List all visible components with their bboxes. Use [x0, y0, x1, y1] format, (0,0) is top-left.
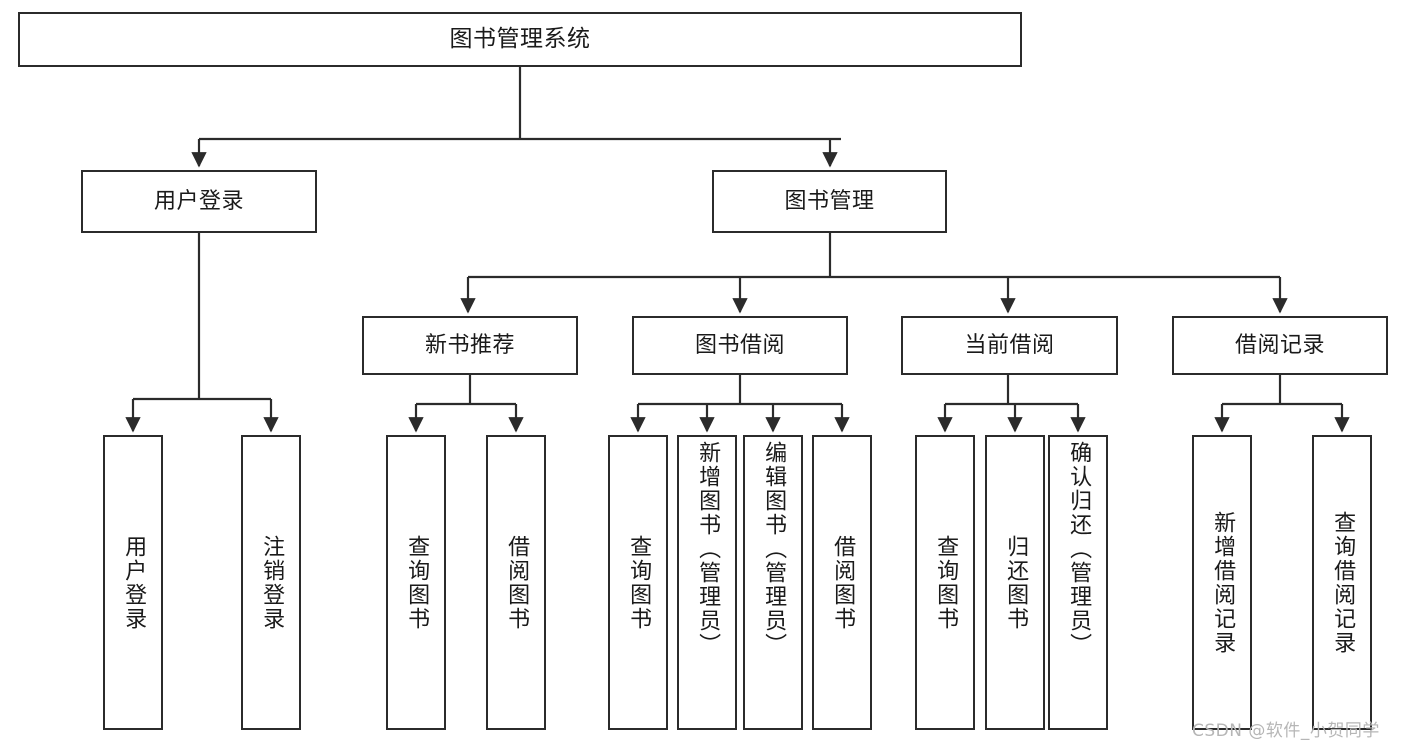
node-borrow-records[interactable]: 借阅记录 — [1172, 316, 1388, 375]
node-label: 借阅图书 — [830, 534, 856, 631]
node-label: 查询图书 — [626, 534, 652, 631]
node-label: 查询借阅记录 — [1330, 510, 1356, 655]
leaf-borrow-records-query-record[interactable]: 查询借阅记录 — [1312, 435, 1372, 730]
leaf-book-borrow-query-book[interactable]: 查询图书 — [608, 435, 668, 730]
node-label: 用户登录 — [121, 534, 147, 631]
leaf-book-borrow-add-book-admin[interactable]: 新增图书（管理员） — [677, 435, 737, 730]
leaf-book-borrow-edit-book-admin[interactable]: 编辑图书（管理员） — [743, 435, 803, 730]
node-label: 用户登录 — [153, 188, 244, 214]
node-label: 借阅图书 — [504, 534, 530, 631]
leaf-new-book-query-book[interactable]: 查询图书 — [386, 435, 446, 730]
leaf-book-borrow-borrow-book[interactable]: 借阅图书 — [812, 435, 872, 730]
leaf-current-borrow-query-book[interactable]: 查询图书 — [915, 435, 975, 730]
node-book-management[interactable]: 图书管理 — [712, 170, 947, 233]
node-label: 借阅记录 — [1234, 332, 1325, 358]
node-book-borrow[interactable]: 图书借阅 — [632, 316, 848, 375]
node-label: 注销登录 — [259, 534, 285, 631]
node-label: 图书管理系统 — [449, 25, 591, 52]
leaf-new-book-borrow-book[interactable]: 借阅图书 — [486, 435, 546, 730]
node-label: 归还图书 — [1003, 534, 1029, 631]
csdn-watermark: CSDN @软件_小贺同学 — [1192, 721, 1380, 741]
node-label: 新增图书（管理员） — [695, 441, 721, 657]
node-label: 当前借阅 — [964, 332, 1055, 358]
node-label: 图书管理 — [784, 188, 875, 214]
node-label: 编辑图书（管理员） — [761, 441, 787, 657]
leaf-user-login-login[interactable]: 用户登录 — [103, 435, 163, 730]
leaf-borrow-records-add-record[interactable]: 新增借阅记录 — [1192, 435, 1252, 730]
leaf-user-login-logout[interactable]: 注销登录 — [241, 435, 301, 730]
node-label: 查询图书 — [933, 534, 959, 631]
node-user-login[interactable]: 用户登录 — [81, 170, 317, 233]
node-label: 新增借阅记录 — [1210, 510, 1236, 655]
node-label: 图书借阅 — [694, 332, 785, 358]
leaf-current-borrow-return-book[interactable]: 归还图书 — [985, 435, 1045, 730]
node-label: 查询图书 — [404, 534, 430, 631]
node-label: 新书推荐 — [424, 332, 515, 358]
leaf-current-borrow-confirm-return-admin[interactable]: 确认归还（管理员） — [1048, 435, 1108, 730]
node-new-book-recommend[interactable]: 新书推荐 — [362, 316, 578, 375]
node-root-book-management-system[interactable]: 图书管理系统 — [18, 12, 1022, 67]
node-current-borrow[interactable]: 当前借阅 — [901, 316, 1118, 375]
node-label: 确认归还（管理员） — [1066, 441, 1092, 657]
